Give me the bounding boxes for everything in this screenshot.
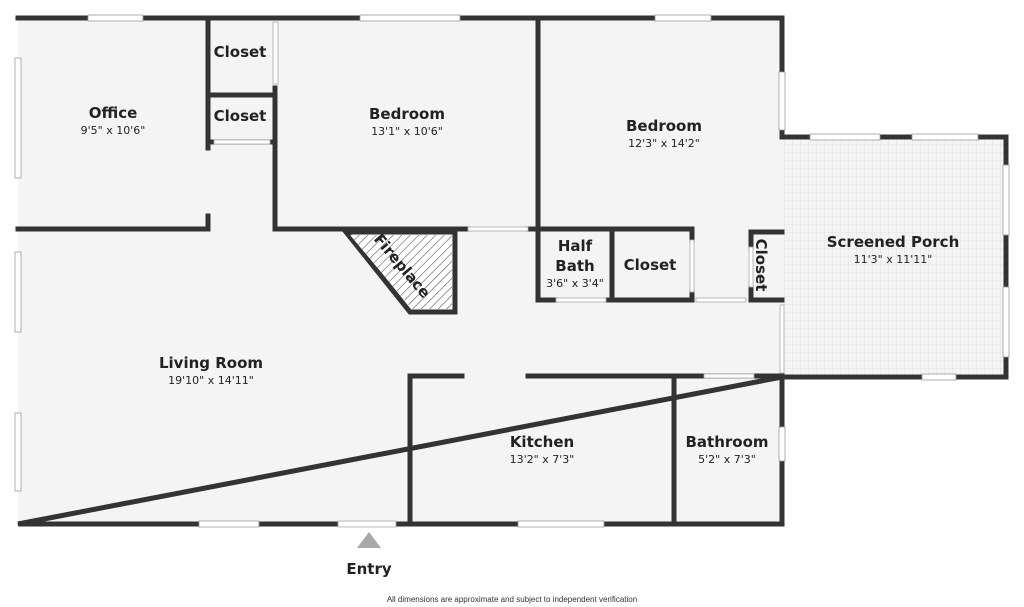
door-opening <box>748 246 754 288</box>
windows <box>14 14 1010 528</box>
half-bath-name-line2: Bath <box>555 257 594 275</box>
window <box>1002 164 1010 236</box>
office-dims: 9'5" x 10'6" <box>81 124 146 137</box>
window <box>14 57 22 179</box>
closet-vertical-name: Closet <box>752 239 770 292</box>
window <box>198 520 260 528</box>
living-room-dims: 19'10" x 14'11" <box>168 374 254 387</box>
window <box>654 14 712 22</box>
screened-porch-name: Screened Porch <box>827 233 960 251</box>
entry-arrow <box>357 532 381 548</box>
door-opening <box>213 139 271 145</box>
porch-wall <box>779 134 1009 380</box>
bedroom-left-dims: 13'1" x 10'6" <box>371 125 443 138</box>
disclaimer-text: All dimensions are approximate and subje… <box>387 595 637 604</box>
office-name: Office <box>89 104 138 122</box>
door-opening <box>272 21 279 85</box>
window <box>809 133 881 141</box>
kitchen-dims: 13'2" x 7'3" <box>510 453 575 466</box>
fireplace-wall <box>340 229 458 315</box>
window <box>359 14 461 22</box>
half-bath-name-line1: Half <box>558 237 593 255</box>
window <box>778 71 786 131</box>
door-opening <box>703 373 755 379</box>
kitchen-name: Kitchen <box>510 433 574 451</box>
closet-mid-name: Closet <box>214 107 267 125</box>
entry-door <box>337 520 397 528</box>
fireplace-hatch <box>350 235 452 309</box>
window <box>1002 286 1010 358</box>
door-opening <box>555 297 607 303</box>
porch-floor <box>782 137 1006 377</box>
bedroom-right-name: Bedroom <box>626 117 702 135</box>
window <box>911 133 979 141</box>
bathroom-dims: 5'2" x 7'3" <box>698 453 756 466</box>
window <box>14 251 22 333</box>
floor-fills <box>18 18 1006 524</box>
door-opening <box>695 297 747 303</box>
closet-hall-name: Closet <box>624 256 677 274</box>
bedroom-left-name: Bedroom <box>369 105 445 123</box>
door-openings <box>213 21 785 528</box>
half-bath-dims: 3'6" x 3'4" <box>546 277 604 290</box>
window <box>778 426 786 462</box>
entry-label: Entry <box>346 560 391 578</box>
window <box>921 373 957 381</box>
door-opening <box>467 226 529 232</box>
window <box>517 520 605 528</box>
office-wall-bottom <box>15 213 211 232</box>
window <box>87 14 144 22</box>
door-opening <box>689 239 695 293</box>
vertical-closet-walls <box>748 229 785 303</box>
bathroom-name: Bathroom <box>685 433 768 451</box>
closet-top-name: Closet <box>214 43 267 61</box>
door-opening <box>779 304 785 374</box>
window <box>14 412 22 492</box>
bedroom-right-dims: 12'3" x 14'2" <box>628 137 700 150</box>
living-room-name: Living Room <box>159 354 263 372</box>
hall-closet-walls <box>609 226 695 303</box>
screened-porch-dims: 11'3" x 11'11" <box>854 253 933 266</box>
